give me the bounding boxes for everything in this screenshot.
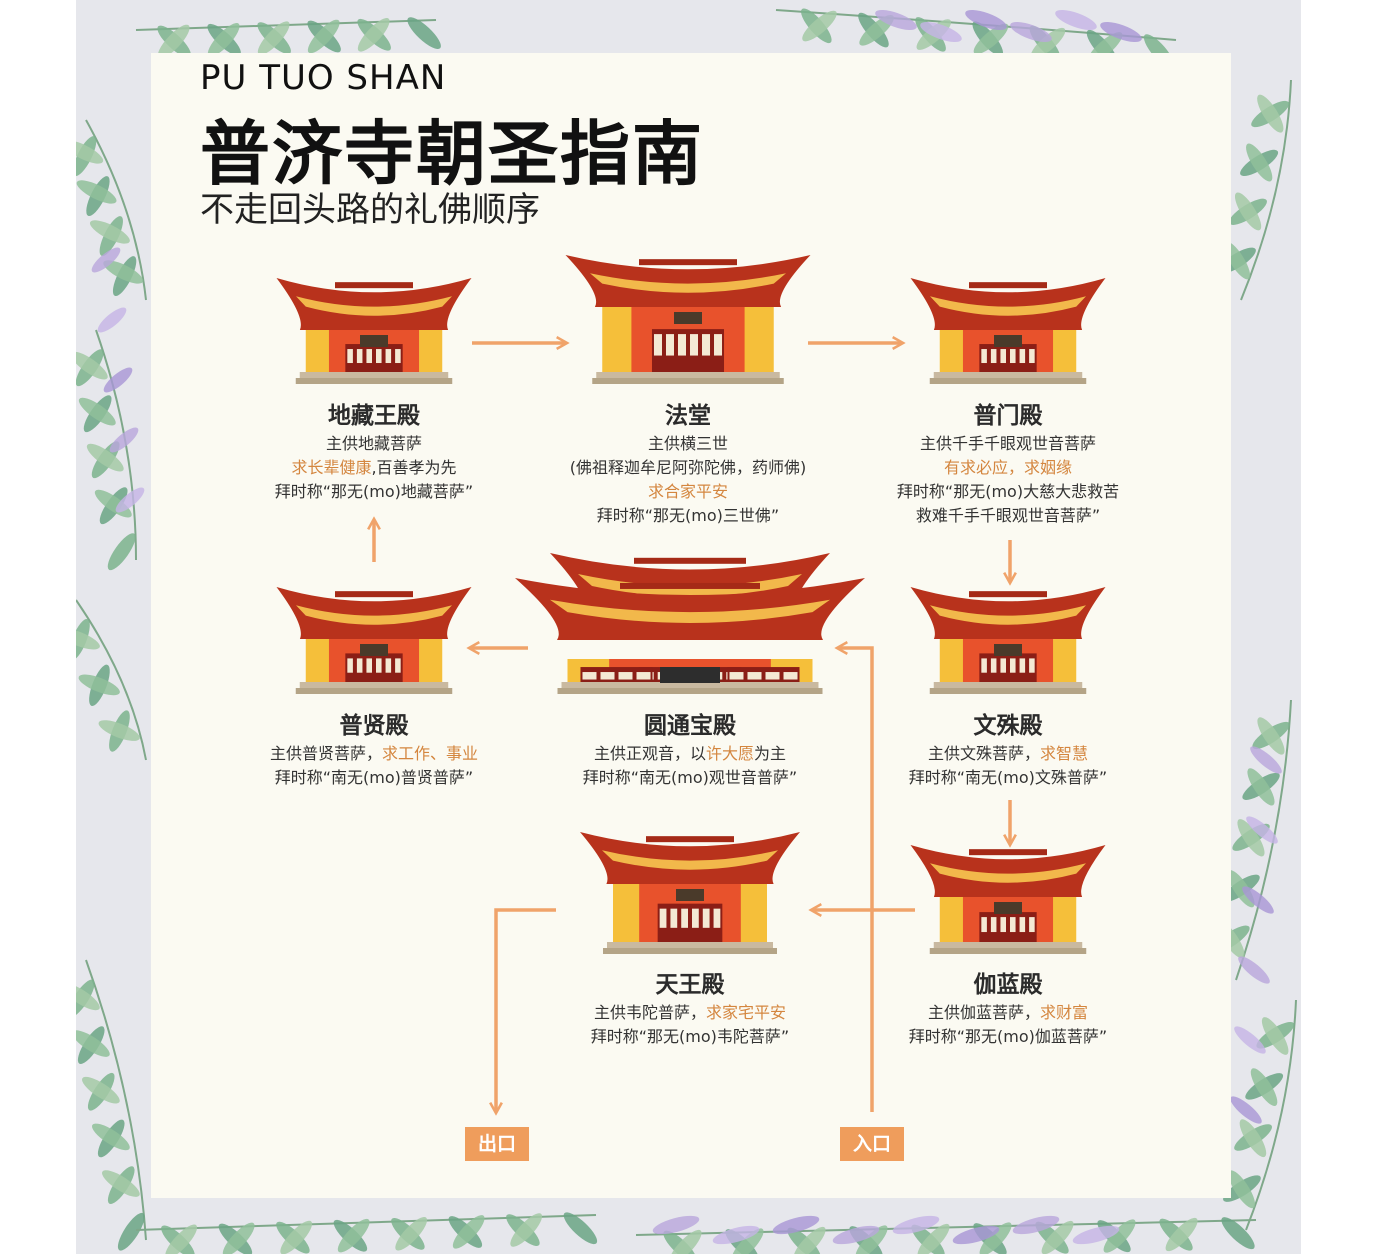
title-chinese: 普济寺朝圣指南	[200, 113, 704, 195]
description-text: 主供伽蓝菩萨，	[927, 1003, 1040, 1022]
description-line: 主供普贤菩萨，求工作、事业	[204, 742, 544, 766]
title-english: PU TUO SHAN	[200, 58, 447, 98]
highlight-text: 有求必应，求姻缘	[943, 458, 1072, 477]
description-text: 主供文殊菩萨，	[927, 744, 1040, 763]
hall-description-wenshu: 主供文殊菩萨，求智慧拜时称“南无(mo)文殊普萨”	[838, 742, 1178, 790]
temple-pumen-hall	[910, 278, 1106, 384]
description-line: 主供地藏菩萨	[325, 434, 422, 453]
description-line: 求长辈健康,百善孝为先	[204, 456, 544, 480]
temple-qielan-hall	[910, 845, 1106, 954]
description-line: 主供横三世	[647, 434, 728, 453]
hall-description-fatang: 主供横三世 (佛祖释迦牟尼阿弥陀佛，药师佛) 求合家平安拜时称“那无(mo)三世佛”	[518, 432, 858, 528]
highlight-text: 求财富	[1040, 1003, 1089, 1022]
description-line: 求合家平安	[518, 480, 858, 504]
highlight-text: 求工作、事业	[382, 744, 479, 763]
highlight-text: 求家宅平安	[706, 1003, 787, 1022]
temple-tianwang-hall	[580, 832, 800, 954]
highlight-text: 求长辈健康	[291, 458, 372, 477]
description-line: 拜时称“那无(mo)伽蓝菩萨”	[908, 1027, 1108, 1046]
description-line: 主供正观音，以许大愿为主	[520, 742, 860, 766]
subtitle: 不走回头路的礼佛顺序	[200, 190, 540, 230]
description-line: 主供韦陀普萨，求家宅平安	[520, 1001, 860, 1025]
description-text: ,百善孝为先	[371, 458, 457, 477]
description-line: (佛祖释迦牟尼阿弥陀佛，药师佛)	[569, 458, 807, 477]
hall-name-pumen: 普门殿	[973, 402, 1043, 429]
exit-tag: 出口	[465, 1127, 529, 1161]
entrance-tag: 入口	[840, 1127, 904, 1161]
hall-name-puxian: 普贤殿	[339, 712, 409, 739]
description-line: 有求必应，求姻缘	[838, 456, 1178, 480]
temple-yuantong-hall	[515, 553, 865, 694]
arrow-entrance-to-yuantong	[838, 648, 874, 1112]
temple-dizangwang-hall	[276, 278, 472, 384]
hall-name-wenshu: 文殊殿	[973, 712, 1043, 739]
arrow-tianwang-to-exit	[496, 908, 556, 1112]
description-line: 拜时称“那无(mo)三世佛”	[596, 506, 780, 525]
highlight-text: 许大愿	[705, 744, 754, 763]
hall-name-yuantong: 圆通宝殿	[644, 712, 736, 739]
description-text: 主供正观音，以	[593, 744, 706, 763]
description-line: 拜时称“那无(mo)大慈大悲救苦	[896, 482, 1120, 501]
highlight-text: 求合家平安	[647, 482, 728, 501]
description-line: 拜时称“南无(mo)观世音普萨”	[582, 768, 798, 787]
description-line: 主供千手千眼观世音菩萨	[919, 434, 1096, 453]
hall-description-yuantong: 主供正观音，以许大愿为主拜时称“南无(mo)观世音普萨”	[520, 742, 860, 790]
hall-description-dizangwang: 主供地藏菩萨求长辈健康,百善孝为先拜时称“那无(mo)地藏菩萨”	[204, 432, 544, 504]
leaf-decoration	[76, 8, 1297, 1254]
hall-description-tianwang: 主供韦陀普萨，求家宅平安拜时称“那无(mo)韦陀菩萨”	[520, 1001, 860, 1049]
description-line: 拜时称“南无(mo)文殊普萨”	[908, 768, 1108, 787]
route-arrows	[374, 343, 1010, 1112]
description-line: 拜时称“南无(mo)普贤普萨”	[274, 768, 474, 787]
highlight-text: 求智慧	[1040, 744, 1089, 763]
hall-name-tianwang: 天王殿	[655, 971, 725, 998]
description-text: 主供普贤菩萨，	[269, 744, 382, 763]
description-line: 拜时称“那无(mo)地藏菩萨”	[274, 482, 474, 501]
temple-wenshu-hall	[910, 587, 1106, 694]
description-line: 拜时称“那无(mo)韦陀菩萨”	[590, 1027, 790, 1046]
hall-name-dizangwang: 地藏王殿	[328, 402, 420, 429]
temple-puxian-hall	[276, 587, 472, 694]
description-text: 主供韦陀普萨，	[593, 1003, 706, 1022]
description-line: 主供文殊菩萨，求智慧	[838, 742, 1178, 766]
description-line: 主供伽蓝菩萨，求财富	[838, 1001, 1178, 1025]
temple-dharma-hall	[565, 255, 811, 384]
hall-description-qielan: 主供伽蓝菩萨，求财富拜时称“那无(mo)伽蓝菩萨”	[838, 1001, 1178, 1049]
hall-name-qielan: 伽蓝殿	[973, 971, 1043, 998]
hall-description-pumen: 主供千手千眼观世音菩萨有求必应，求姻缘拜时称“那无(mo)大慈大悲救苦救难千手千…	[838, 432, 1178, 528]
hall-name-fatang: 法堂	[665, 402, 711, 429]
hall-description-puxian: 主供普贤菩萨，求工作、事业拜时称“南无(mo)普贤普萨”	[204, 742, 544, 790]
description-text: 为主	[754, 744, 787, 763]
description-line: 救难千手千眼观世音菩萨”	[915, 506, 1101, 525]
temple-illustrations	[276, 255, 1106, 954]
